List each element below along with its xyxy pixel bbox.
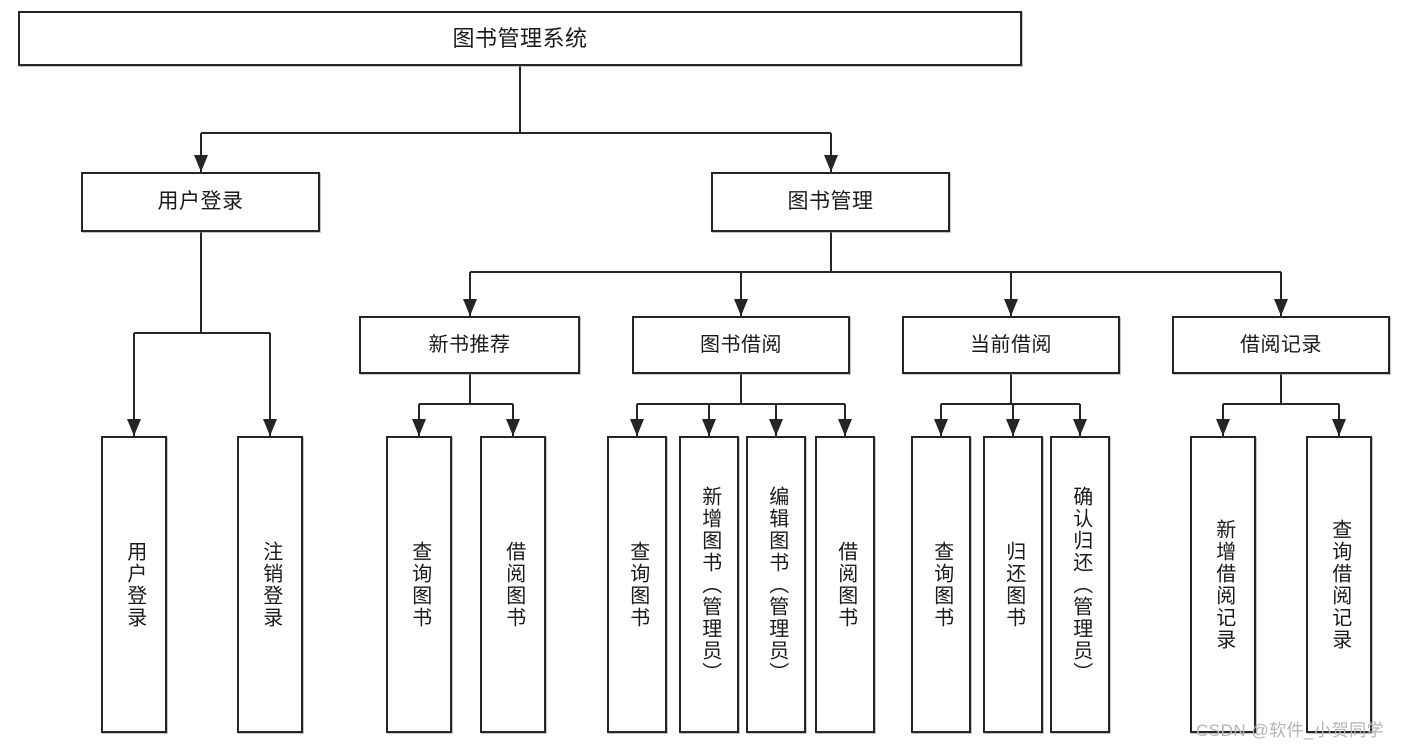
connector-root-to-level1-1 <box>829 133 832 172</box>
leaf-node-add-borrow-record: 新增借阅记录 <box>1190 436 1256 733</box>
node-label: 图书管理系统 <box>452 25 588 51</box>
leaf-node-label: 新增图书（管理员） <box>698 485 721 684</box>
arrowhead-icon <box>823 155 838 172</box>
arrowhead-icon <box>769 419 783 436</box>
leaf-node-label: 查询图书 <box>930 540 953 629</box>
leaf-node-borrow-book: 借阅图书 <box>480 436 546 733</box>
leaf-node-label: 借阅图书 <box>834 540 857 629</box>
level2-node-borrow-record: 借阅记录 <box>1172 316 1390 374</box>
connector-new-book-recommend-stem <box>468 374 471 404</box>
node-label: 当前借阅 <box>970 333 1052 356</box>
leaf-node-borrow-book: 借阅图书 <box>815 436 875 733</box>
leaf-node-label: 注销登录 <box>259 540 282 629</box>
leaf-node-confirm-return-admin: 确认归还（管理员） <box>1050 436 1110 733</box>
root-node-library-management-system: 图书管理系统 <box>18 11 1022 66</box>
leaf-node-edit-book-admin: 编辑图书（管理员） <box>746 436 806 733</box>
arrowhead-icon <box>1274 299 1288 316</box>
connector-new-book-recommend-bus <box>419 403 513 405</box>
level1-node-book-management: 图书管理 <box>711 172 950 232</box>
arrowhead-icon <box>734 299 748 316</box>
connector-book-borrow-bus <box>637 403 845 405</box>
connector-user-login-bus <box>134 332 270 334</box>
leaf-node-label: 用户登录 <box>123 540 146 629</box>
arrowhead-icon <box>1332 419 1346 436</box>
level2-node-new-book-recommend: 新书推荐 <box>359 316 580 374</box>
arrowhead-icon <box>1004 299 1018 316</box>
arrowhead-icon <box>263 419 277 436</box>
node-label: 图书借阅 <box>700 333 782 356</box>
arrowhead-icon <box>506 419 520 436</box>
csdn-watermark: CSDN @软件_小贺同学 <box>1196 721 1385 740</box>
connector-book-management-child-3 <box>1280 272 1282 316</box>
connector-root-bus <box>200 132 831 134</box>
leaf-node-query-book: 查询图书 <box>386 436 452 733</box>
leaf-node-query-book: 查询图书 <box>607 436 667 733</box>
arrowhead-icon <box>702 419 716 436</box>
node-label: 用户登录 <box>157 189 244 213</box>
leaf-node-label: 查询图书 <box>626 540 649 629</box>
arrowhead-icon <box>1006 419 1020 436</box>
connector-root-stem <box>519 66 521 133</box>
arrowhead-icon <box>462 299 477 316</box>
arrowhead-icon <box>630 419 644 436</box>
leaf-node-return-book: 归还图书 <box>983 436 1043 733</box>
connector-book-management-bus <box>469 271 1281 273</box>
arrowhead-icon <box>838 419 852 436</box>
connector-current-borrow-bus <box>941 403 1080 405</box>
arrowhead-icon <box>193 155 208 172</box>
connector-current-borrow-stem <box>1010 374 1012 404</box>
leaf-node-query-book: 查询图书 <box>911 436 971 733</box>
connector-book-borrow-stem <box>740 374 742 404</box>
arrowhead-icon <box>127 419 141 436</box>
leaf-node-label: 新增借阅记录 <box>1212 518 1235 651</box>
leaf-node-label: 查询图书 <box>408 540 431 629</box>
leaf-node-label: 归还图书 <box>1002 540 1025 629</box>
arrowhead-icon <box>412 419 426 436</box>
connector-root-to-level1-0 <box>199 133 202 172</box>
leaf-node-label: 编辑图书（管理员） <box>765 485 788 684</box>
leaf-node-label: 查询借阅记录 <box>1328 518 1351 651</box>
leaf-node-label: 借阅图书 <box>502 540 525 629</box>
connector-book-management-child-0 <box>468 272 471 316</box>
leaf-node-logout: 注销登录 <box>237 436 303 733</box>
connector-borrow-record-stem <box>1280 374 1282 404</box>
connector-book-management-stem <box>829 232 832 272</box>
node-label: 图书管理 <box>787 189 874 213</box>
connector-user-login-leaf-1 <box>269 333 271 436</box>
level2-node-book-borrow: 图书借阅 <box>632 316 850 374</box>
connector-book-management-child-1 <box>740 272 742 316</box>
level2-node-current-borrow: 当前借阅 <box>902 316 1120 374</box>
arrowhead-icon <box>1216 419 1230 436</box>
connector-user-login-leaf-0 <box>133 333 135 436</box>
node-label: 新书推荐 <box>428 333 511 356</box>
arrowhead-icon <box>1073 419 1087 436</box>
arrowhead-icon <box>934 419 948 436</box>
leaf-node-user-login: 用户登录 <box>101 436 167 733</box>
leaf-node-label: 确认归还（管理员） <box>1069 485 1092 684</box>
connector-user-login-stem <box>199 232 202 333</box>
leaf-node-add-book-admin: 新增图书（管理员） <box>679 436 739 733</box>
level1-node-user-login: 用户登录 <box>81 172 320 232</box>
connector-book-management-child-2 <box>1010 272 1012 316</box>
node-label: 借阅记录 <box>1240 333 1322 356</box>
leaf-node-query-borrow-record: 查询借阅记录 <box>1306 436 1372 733</box>
connector-borrow-record-bus <box>1223 403 1339 405</box>
